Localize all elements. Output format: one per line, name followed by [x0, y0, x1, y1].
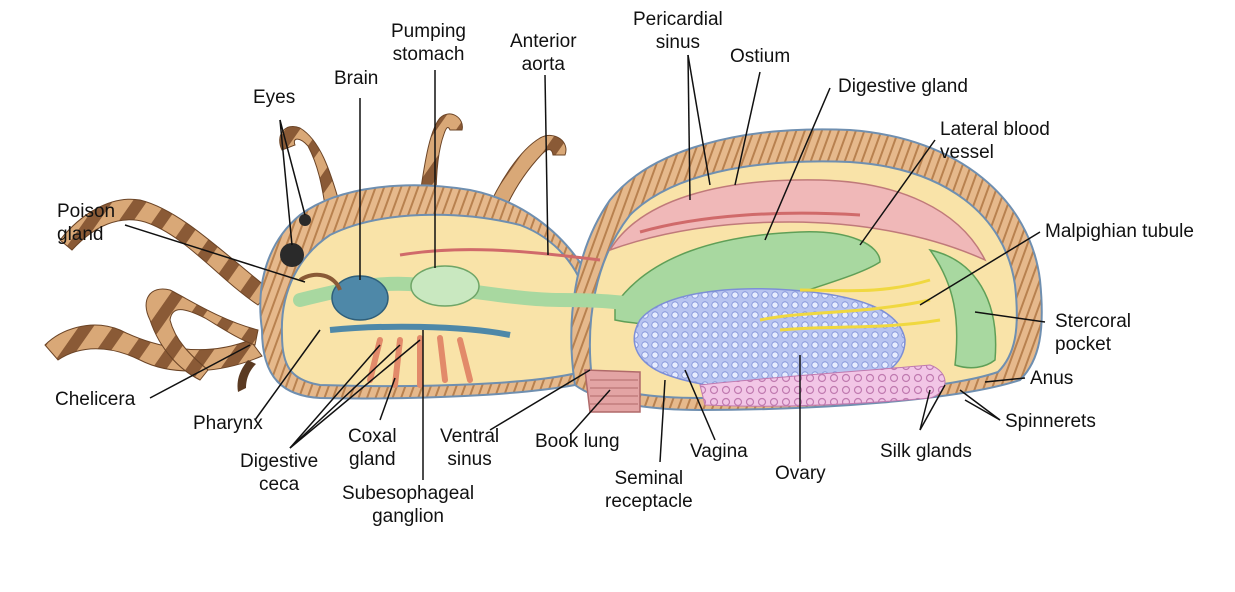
- label-silk-glands: Silk glands: [880, 440, 972, 463]
- leader-spinnerets-2: [965, 400, 1000, 420]
- abdomen: [571, 129, 1041, 412]
- brain-shape: [332, 276, 388, 320]
- label-eyes: Eyes: [253, 86, 295, 109]
- label-digestive-gland: Digestive gland: [838, 75, 968, 98]
- label-stercoral-pocket-line-1: Stercoral: [1055, 310, 1131, 333]
- label-lateral-blood-vessel: Lateral blood vessel: [940, 118, 1050, 164]
- label-poison-gland: Poison gland: [57, 200, 115, 246]
- book-lung-shape: [585, 370, 640, 412]
- label-anterior-aorta-line-1: Anterior: [510, 30, 577, 53]
- eye-main: [280, 243, 304, 267]
- label-poison-gland-line-2: gland: [57, 223, 115, 246]
- label-ovary: Ovary: [775, 462, 826, 485]
- label-vagina: Vagina: [690, 440, 748, 463]
- label-digestive-ceca: Digestive ceca: [240, 450, 318, 496]
- label-brain: Brain: [334, 67, 378, 90]
- label-ventral-sinus-line-2: sinus: [440, 448, 499, 471]
- label-pumping-stomach: Pumping stomach: [391, 20, 466, 66]
- label-pumping-stomach-line-2: stomach: [391, 43, 466, 66]
- leader-spinnerets-1: [960, 390, 1000, 420]
- label-subesophageal-ganglion-line-1: Subesophageal: [342, 482, 474, 505]
- eye-small: [299, 214, 311, 226]
- label-chelicera: Chelicera: [55, 388, 135, 411]
- label-stercoral-pocket: Stercoral pocket: [1055, 310, 1131, 356]
- chelicera-fang: [237, 360, 256, 392]
- label-pharynx: Pharynx: [193, 412, 263, 435]
- label-subesophageal-ganglion: Subesophageal ganglion: [342, 482, 474, 528]
- label-anus: Anus: [1030, 367, 1073, 390]
- label-malpighian-tubule: Malpighian tubule: [1045, 220, 1194, 243]
- label-pumping-stomach-line-1: Pumping: [391, 20, 466, 43]
- label-spinnerets: Spinnerets: [1005, 410, 1096, 433]
- label-pericardial-sinus-line-1: Pericardial: [633, 8, 723, 31]
- label-stercoral-pocket-line-2: pocket: [1055, 333, 1131, 356]
- label-poison-gland-line-1: Poison: [57, 200, 115, 223]
- label-anterior-aorta: Anterior aorta: [510, 30, 577, 76]
- label-ostium: Ostium: [730, 45, 790, 68]
- label-book-lung: Book lung: [535, 430, 620, 453]
- label-seminal-receptacle: Seminal receptacle: [605, 467, 693, 513]
- label-digestive-ceca-line-2: ceca: [240, 473, 318, 496]
- label-pericardial-sinus-line-2: sinus: [633, 31, 723, 54]
- label-seminal-receptacle-line-2: receptacle: [605, 490, 693, 513]
- label-digestive-ceca-line-1: Digestive: [240, 450, 318, 473]
- label-lateral-blood-vessel-line-2: vessel: [940, 141, 1050, 164]
- label-pericardial-sinus: Pericardial sinus: [633, 8, 723, 54]
- label-ventral-sinus-line-1: Ventral: [440, 425, 499, 448]
- label-seminal-receptacle-line-1: Seminal: [605, 467, 693, 490]
- label-ventral-sinus: Ventral sinus: [440, 425, 499, 471]
- label-anterior-aorta-line-2: aorta: [510, 53, 577, 76]
- label-coxal-gland: Coxal gland: [348, 425, 397, 471]
- pumping-stomach-shape: [411, 266, 479, 306]
- label-subesophageal-ganglion-line-2: ganglion: [342, 505, 474, 528]
- label-lateral-blood-vessel-line-1: Lateral blood: [940, 118, 1050, 141]
- label-coxal-gland-line-2: gland: [348, 448, 397, 471]
- label-coxal-gland-line-1: Coxal: [348, 425, 397, 448]
